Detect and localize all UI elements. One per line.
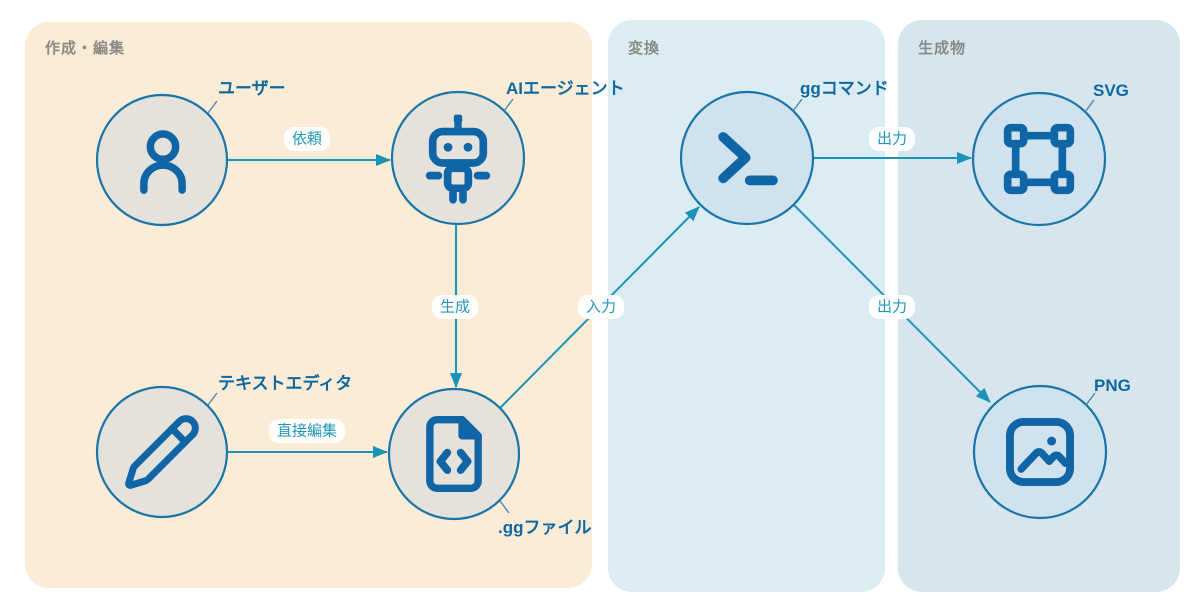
section-title-output: 生成物	[918, 39, 966, 57]
node-user: ユーザー	[95, 79, 286, 227]
pencil-icon	[125, 415, 199, 489]
robot-icon	[425, 114, 491, 204]
node-ai-agent-leader-line	[503, 98, 514, 112]
section-convert: 変換	[608, 20, 885, 592]
node-user-leader-line	[207, 100, 218, 114]
node-label-png-output: PNG	[1094, 376, 1131, 395]
node-gg-file-leader-line	[499, 500, 510, 514]
edge-label-generate-text: 生成	[440, 299, 470, 316]
vector-square-icon	[1003, 123, 1075, 195]
image-icon	[1006, 418, 1074, 486]
edge-label-request-pill	[284, 127, 330, 151]
person-icon	[140, 130, 186, 194]
node-text-editor: テキストエディタ	[95, 373, 352, 519]
node-label-ai-agent: AIエージェント	[506, 79, 625, 98]
node-label-text-editor: テキストエディタ	[218, 373, 352, 393]
edge-label-input-pill	[578, 295, 624, 319]
edge-label-output-svg: 出力	[869, 127, 915, 151]
node-label-gg-command: ggコマンド	[800, 79, 889, 98]
node-svg-output-circle	[971, 91, 1107, 227]
code-file-icon	[426, 416, 482, 492]
node-svg-output-leader-line	[1084, 99, 1095, 113]
node-text-editor-leader-line	[207, 392, 218, 406]
edge-label-output-png-text: 出力	[877, 299, 907, 316]
edge-label-direct-edit-text: 直接編集	[277, 423, 337, 440]
node-png-output-leader-line	[1085, 392, 1096, 406]
node-png-output: PNG	[972, 376, 1131, 520]
node-gg-command: ggコマンド	[679, 79, 889, 226]
section-title-convert: 変換	[628, 39, 660, 57]
node-ai-agent-circle	[390, 90, 526, 226]
edge-label-direct-edit: 直接編集	[269, 419, 345, 443]
edge-label-input: 入力	[578, 295, 624, 319]
node-text-editor-circle	[95, 385, 229, 519]
edge-label-direct-edit-pill	[269, 419, 345, 443]
node-gg-command-leader-line	[792, 98, 803, 112]
edge-label-output-svg-text: 出力	[877, 131, 907, 148]
node-gg-file-circle	[387, 387, 521, 521]
node-svg-output: SVG	[971, 81, 1129, 227]
node-ai-agent: AIエージェント	[390, 79, 625, 226]
edge-label-input-text: 入力	[586, 299, 616, 316]
node-gg-file: .ggファイル	[387, 387, 592, 537]
edge-label-generate: 生成	[432, 295, 478, 319]
node-label-user: ユーザー	[218, 79, 286, 98]
edge-label-request-text: 依頼	[292, 131, 322, 148]
edge-label-output-svg-pill	[869, 127, 915, 151]
edge-label-output-png-pill	[869, 295, 915, 319]
edge-label-output-png: 出力	[869, 295, 915, 319]
node-label-gg-file: .ggファイル	[498, 518, 592, 537]
terminal-icon	[718, 132, 778, 186]
section-title-create-edit: 作成・編集	[45, 39, 125, 57]
edge-label-request: 依頼	[284, 127, 330, 151]
edges: 依頼 生成 直接編集 入力 出力 出力	[228, 127, 991, 458]
node-label-svg-output: SVG	[1093, 81, 1129, 100]
section-convert-panel	[608, 20, 885, 592]
edge-label-generate-pill	[432, 295, 478, 319]
